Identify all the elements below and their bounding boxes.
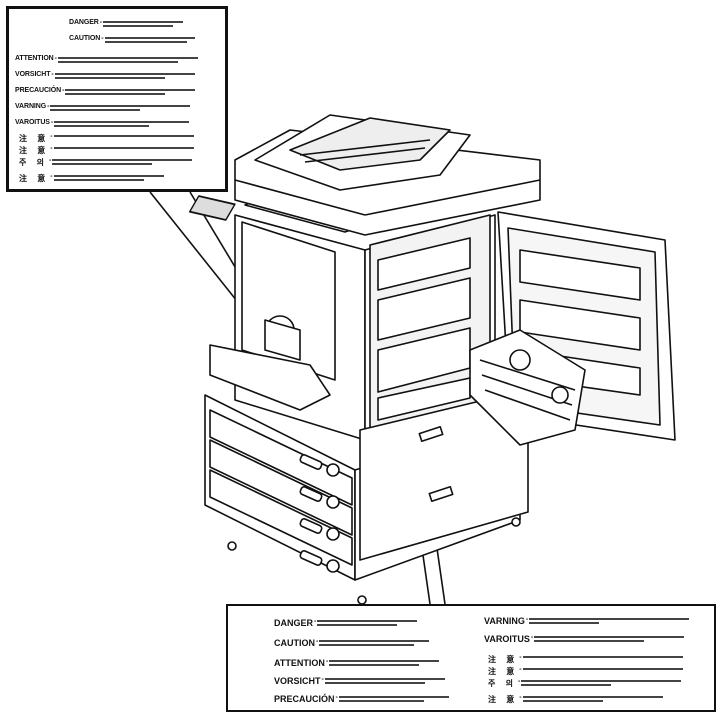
label-row: 注 意 - (488, 666, 683, 677)
label-keyword: VARNING (15, 103, 47, 110)
warning-label-bottom: DANGER - CAUTION - ATTENTION - VORSICHT … (226, 604, 716, 712)
label-keyword: DANGER (274, 618, 314, 628)
label-row: VORSICHT - (15, 71, 195, 79)
label-keyword: 注 意 (19, 174, 50, 183)
label-keyword: CAUTION (274, 638, 315, 648)
label-row: PRECAUCIÓN - (15, 87, 196, 95)
label-keyword: CAUTION (69, 35, 101, 42)
label-row: CAUTION - (274, 638, 430, 648)
label-keyword: PRECAUCIÓN (274, 694, 335, 704)
cassette-drawer-3 (209, 469, 353, 566)
label-keyword: ATTENTION (15, 55, 54, 62)
label-keyword: 注 意 (19, 134, 50, 143)
label-keyword: 注 意 (488, 655, 519, 664)
label-keyword: 주 의 (488, 679, 517, 688)
drum-cartridge (469, 329, 586, 446)
label-row: 注 意 - (19, 133, 194, 144)
warning-label-top: DANGER - CAUTION - ATTENTION - VORSICHT … (6, 6, 228, 192)
label-row: VAROITUS - (484, 634, 685, 644)
label-row: PRECAUCIÓN - (274, 694, 449, 704)
label-keyword: 注 意 (488, 667, 519, 676)
label-keyword: VARNING (484, 616, 525, 626)
open-side-panel (209, 344, 331, 411)
label-row: ATTENTION - (274, 658, 440, 668)
label-row: VAROITUS - (15, 119, 190, 127)
label-row: DANGER - (69, 19, 184, 27)
label-row: 注 意 - (19, 173, 164, 184)
label-keyword: VAROITUS (484, 634, 530, 644)
label-keyword: ATTENTION (274, 658, 325, 668)
label-keyword: VORSICHT (15, 71, 51, 78)
label-keyword: 注 意 (488, 695, 519, 704)
label-row: VARNING - (484, 616, 690, 626)
label-keyword: VAROITUS (15, 119, 50, 126)
label-row: ATTENTION - (15, 55, 198, 63)
label-keyword: PRECAUCIÓN (15, 87, 62, 94)
label-row: VARNING - (15, 103, 191, 111)
label-row: 注 意 - (488, 654, 683, 665)
label-row: 주 의 - (488, 678, 682, 689)
label-row: DANGER - (274, 618, 418, 628)
label-row: 주 의 - (19, 157, 193, 168)
label-keyword: 주 의 (19, 158, 48, 167)
label-keyword: DANGER (69, 19, 99, 26)
label-row: 注 意 - (488, 694, 663, 705)
label-row: VORSICHT - (274, 676, 445, 686)
label-row: CAUTION - (69, 35, 195, 43)
label-keyword: 注 意 (19, 146, 50, 155)
cassette-drawer-2 (209, 439, 353, 536)
label-keyword: VORSICHT (274, 676, 321, 686)
label-row: 注 意 - (19, 145, 194, 156)
